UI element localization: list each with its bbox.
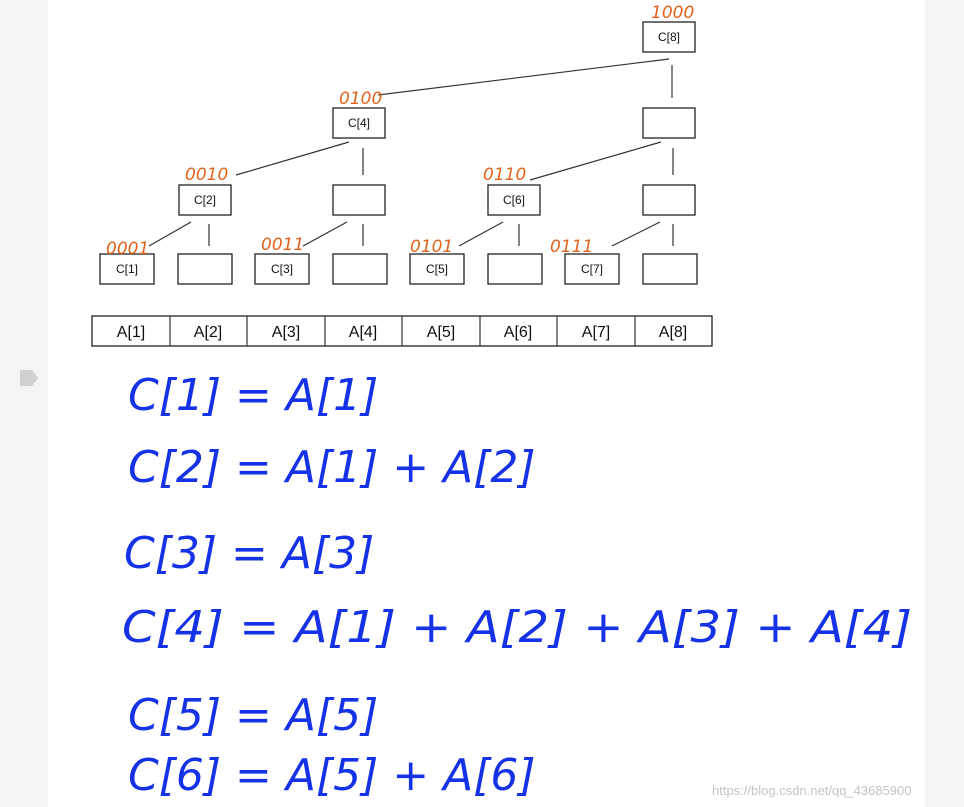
node-empty — [642, 107, 696, 139]
node-empty — [487, 253, 543, 285]
handwritten-formulas: C[1] = A[1] C[2] = A[1] + A[2] C[3] = A[… — [122, 370, 912, 801]
node-c1 — [99, 253, 155, 285]
formula-line: C[3] = A[3] — [124, 528, 374, 579]
node-c7 — [564, 253, 620, 285]
node-c8 — [642, 21, 696, 53]
tree-nodes: C[8] C[4] C[2] C[6] C[1] C[3] C[5] C[7] — [99, 21, 698, 285]
binary-annotations: 1000 0100 0010 0110 0001 0011 0101 0111 — [106, 3, 694, 259]
array-cell-a8: A[8] — [659, 324, 687, 341]
node-c6 — [487, 184, 541, 216]
node-c4-label: C[4] — [348, 116, 370, 130]
node-c5-label: C[5] — [426, 262, 448, 276]
node-empty — [177, 253, 233, 285]
binary-note: 0111 — [550, 237, 593, 257]
formula-line: C[1] = A[1] — [128, 370, 378, 421]
formula-line: C[2] = A[1] + A[2] — [128, 442, 536, 493]
formula-line: C[6] = A[5] + A[6] — [128, 750, 536, 801]
array-cell-a3: A[3] — [272, 324, 300, 341]
node-c2-label: C[2] — [194, 193, 216, 207]
node-empty — [642, 253, 698, 285]
array-cell-a2: A[2] — [194, 324, 222, 341]
formula-line: C[5] = A[5] — [128, 690, 378, 741]
node-c1-label: C[1] — [116, 262, 138, 276]
node-empty — [332, 184, 386, 216]
binary-note: 1000 — [651, 3, 694, 23]
binary-note: 0011 — [261, 235, 304, 255]
binary-note: 0100 — [339, 89, 382, 109]
array-cell-a6: A[6] — [504, 324, 532, 341]
array-cell-a5: A[5] — [427, 324, 455, 341]
tree-edges — [148, 58, 674, 247]
node-c8-label: C[8] — [658, 30, 680, 44]
node-c7-label: C[7] — [581, 262, 603, 276]
array-cell-a7: A[7] — [582, 324, 610, 341]
node-c3 — [254, 253, 310, 285]
array-cell-a4: A[4] — [349, 324, 377, 341]
node-c6-label: C[6] — [503, 193, 525, 207]
array-row: A[1] A[2] A[3] A[4] A[5] A[6] A[7] A[8] — [91, 315, 713, 347]
array-cell-a1: A[1] — [117, 324, 145, 341]
watermark: https://blog.csdn.net/qq_43685900 — [712, 783, 912, 798]
node-empty — [332, 253, 388, 285]
node-c4 — [332, 107, 386, 139]
page-content — [48, 0, 925, 807]
binary-note: 0010 — [185, 165, 228, 185]
node-c3-label: C[3] — [271, 262, 293, 276]
node-c5 — [409, 253, 465, 285]
binary-note: 0001 — [106, 239, 149, 259]
binary-note: 0110 — [483, 165, 526, 185]
node-empty — [642, 184, 696, 216]
binary-note: 0101 — [410, 237, 453, 257]
formula-line: C[4] = A[1] + A[2] + A[3] + A[4] — [122, 602, 912, 653]
node-c2 — [178, 184, 232, 216]
